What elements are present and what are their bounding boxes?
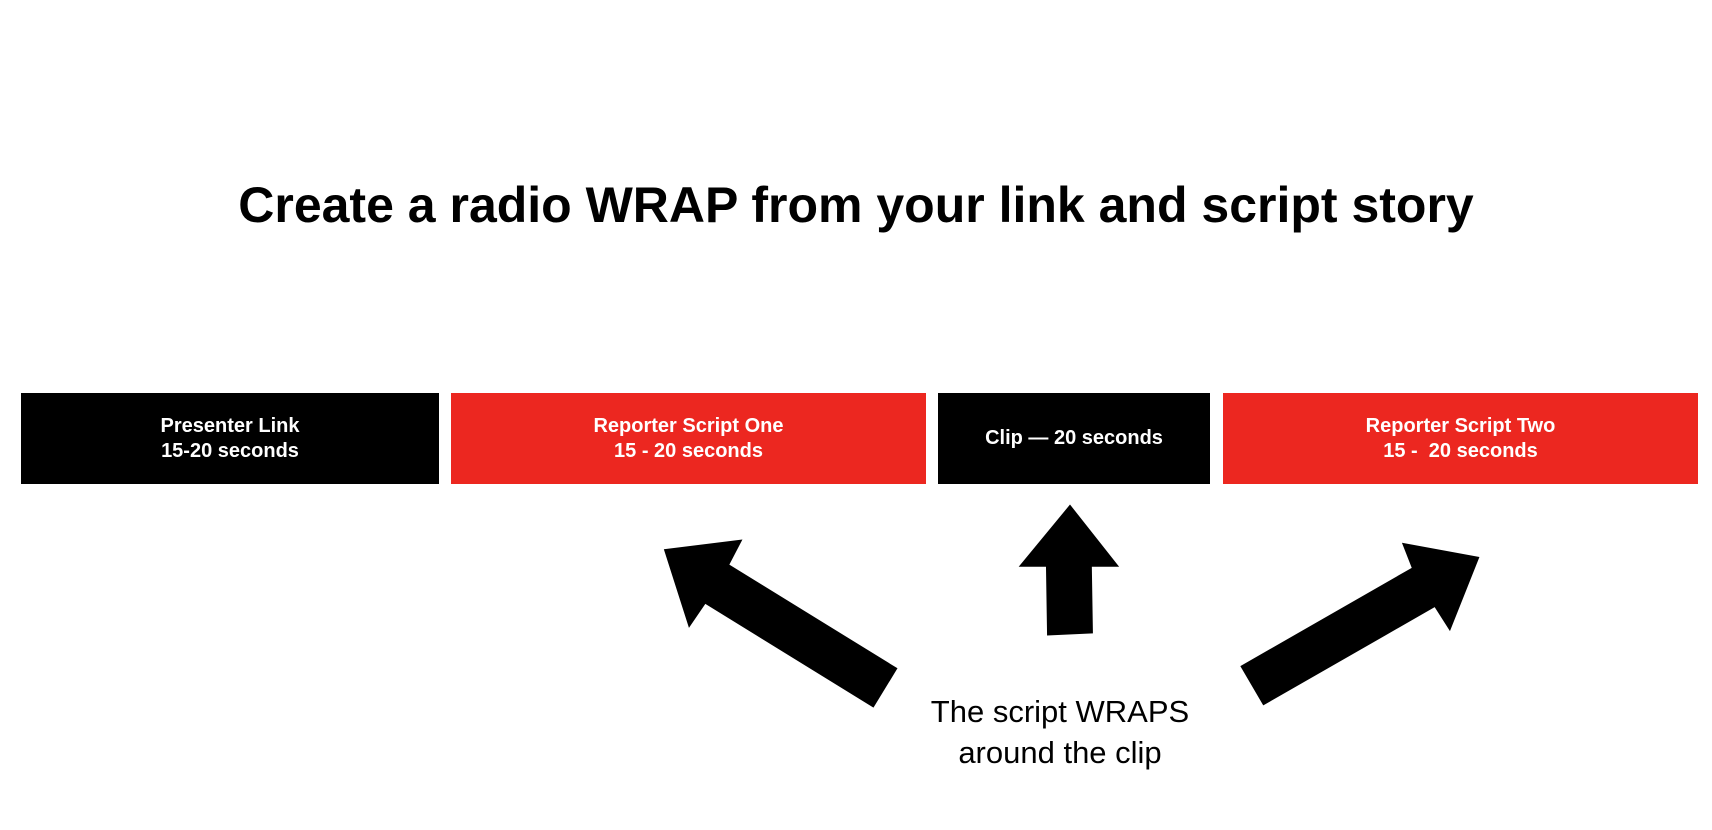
segment-presenter-link: Presenter Link 15-20 seconds — [21, 393, 439, 484]
segment-label: Reporter Script One — [593, 414, 784, 437]
arrow-left-icon — [663, 539, 898, 708]
segment-label: Clip — 20 seconds — [985, 427, 1163, 449]
segment-label: Presenter Link — [160, 414, 300, 437]
caption-line-2: around the clip — [958, 735, 1162, 770]
arrow-up-icon — [1018, 504, 1120, 636]
arrow-right-icon — [1240, 542, 1480, 706]
segment-reporter-script-one: Reporter Script One 15 - 20 seconds — [451, 393, 926, 484]
segment-label: Reporter Script Two — [1365, 414, 1556, 437]
segment-duration: 15 - 20 seconds — [614, 439, 763, 462]
caption: The script WRAPS around the clip — [860, 691, 1260, 773]
caption-line-1: The script WRAPS — [930, 694, 1190, 729]
segment-clip: Clip — 20 seconds — [938, 393, 1210, 484]
segment-reporter-script-two: Reporter Script Two 15 - 20 seconds — [1223, 393, 1698, 484]
diagram-title: Create a radio WRAP from your link and s… — [238, 177, 1474, 233]
segment-duration: 15-20 seconds — [161, 439, 299, 462]
segment-duration: 15 - 20 seconds — [1383, 439, 1538, 462]
